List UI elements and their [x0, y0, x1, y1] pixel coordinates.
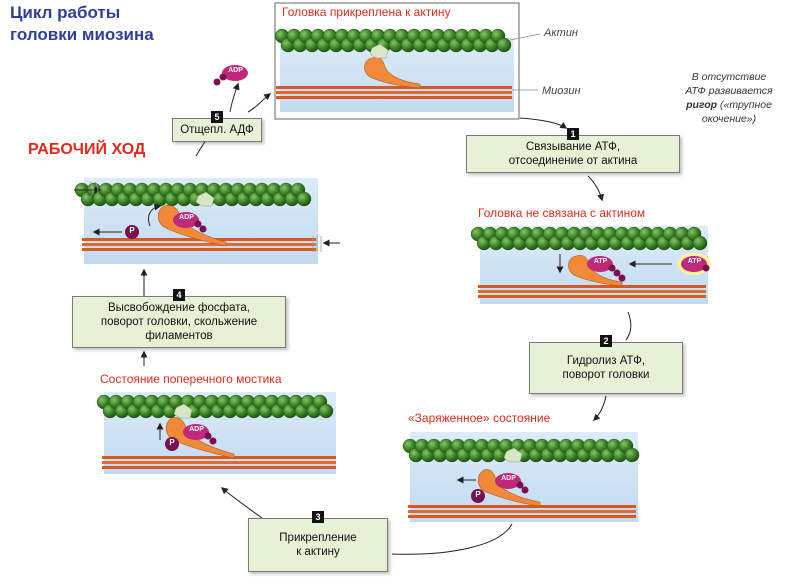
released-adp-label: ADP — [228, 67, 243, 74]
attached-binding-site — [369, 43, 389, 59]
detached-state-label: Головка не связана с актином — [478, 206, 646, 220]
step-3-line-2: к актину — [296, 546, 340, 558]
title-line-1: Цикл работы — [10, 3, 121, 22]
cocked-myosin-head — [477, 469, 541, 507]
crossbridge-state-label: Состояние поперечного мостика — [100, 372, 282, 386]
step-3-number: 3 — [312, 511, 324, 523]
cocked-phosphate-label: P — [475, 490, 481, 499]
attached-myosin-head — [364, 56, 421, 89]
cocked-adp-label: ADP — [501, 475, 516, 482]
actin-pointer-line — [509, 33, 541, 41]
actin-bead — [692, 235, 708, 251]
step-4-line-2: поворот головки, скольжение — [100, 316, 258, 328]
step-1-line-2: отсоединение от актина — [508, 155, 638, 167]
power-actin-filament — [74, 182, 312, 207]
rigor-note: В отсутствие АТФ развивается ригор («тру… — [676, 70, 782, 126]
rigor-term: ригор — [686, 99, 718, 111]
rigor-note-line-4: окочение») — [701, 113, 757, 125]
step-1-box: 1 Связывание АТФ, отсоединение от актина — [466, 128, 680, 173]
step-2-line-1: Гидролиз АТФ, — [566, 355, 646, 367]
atp-on-head — [587, 256, 626, 282]
bound-atp-label: ATP — [593, 258, 608, 265]
attached-myosin-filament — [276, 86, 512, 99]
cocked-adp-p — [471, 473, 529, 503]
crossbridge-myosin-head — [165, 417, 235, 459]
cycle-arrow-step2-to-cocked — [593, 395, 607, 421]
power-binding-site — [195, 191, 215, 207]
cocked-binding-site — [503, 447, 523, 463]
power-myosin-filament — [82, 238, 316, 251]
step-2-box: 2 Гидролиз АТФ, поворот головки — [529, 335, 683, 394]
diagram-title: Цикл работы головки миозина — [10, 2, 154, 46]
crossbridge-binding-site — [173, 403, 193, 419]
attached-state-label: Головка прикреплена к актину — [282, 5, 451, 19]
step-4-number: 4 — [173, 289, 185, 301]
step-5-number: 5 — [211, 111, 223, 123]
cocked-state-label: «Заряженное» состояние — [408, 411, 551, 425]
cycle-arrow-to-step1 — [519, 117, 568, 129]
attached-actin-filament — [274, 28, 512, 53]
detached-myosin-filament — [478, 285, 706, 298]
cocked-myosin-filament — [408, 505, 636, 518]
detached-myosin-head — [568, 254, 623, 287]
actin-slide-motion-lines — [89, 181, 99, 199]
step-3-line-1: Прикрепление — [279, 532, 357, 544]
adp-release-arrow — [229, 82, 240, 113]
released-phosphate-label: P — [129, 226, 135, 235]
step-1-number: 1 — [567, 128, 579, 140]
rigor-note-prefix: АТФ развивается — [685, 85, 773, 97]
crossbridge-adp-label: ADP — [189, 426, 204, 433]
free-atp-label: ATP — [687, 258, 702, 265]
rigor-note-line-2: АТФ развивается — [676, 84, 782, 98]
released-adp — [213, 65, 248, 86]
rigor-note-line-1: В отсутствие — [691, 71, 767, 83]
power-stroke-label: РАБОЧИЙ ХОД — [28, 141, 146, 158]
cycle-arrow-step1-to-detached — [587, 175, 605, 202]
crossbridge-myosin-filament — [102, 456, 336, 469]
power-adp-label: ADP — [179, 214, 194, 221]
step-2-number: 2 — [600, 335, 612, 347]
step-5-box: 5 Отщепл. АДФ — [172, 111, 262, 142]
released-phosphate — [125, 225, 139, 239]
step-2-line-2: поворот головки — [562, 369, 650, 381]
cycle-arrow-step3-to-crossbridge — [220, 487, 263, 519]
free-atp-molecule — [677, 253, 711, 275]
step-3-box: 3 Прикрепление к актину — [248, 511, 388, 572]
cycle-arrow-to-step3 — [391, 523, 513, 555]
step-4-line-3: филаментов — [145, 330, 213, 342]
step-5-line-1: Отщепл. АДФ — [180, 124, 254, 136]
actin-bead — [496, 37, 512, 53]
myosin-label: Миозин — [542, 85, 581, 97]
myosin-slide-motion-lines — [312, 236, 322, 252]
step-4-line-1: Высвобождение фосфата, — [107, 302, 250, 314]
rigor-note-line-3: ригор («трупное — [676, 98, 782, 112]
step-1-line-1: Связывание АТФ, — [525, 141, 621, 153]
crossbridge-actin-filament — [96, 394, 334, 419]
detached-actin-filament — [470, 226, 708, 251]
rigor-note-paren: («трупное — [719, 99, 772, 111]
power-adp — [173, 212, 207, 233]
cycle-arrow-step5-to-attached — [247, 93, 272, 113]
actin-bead — [318, 403, 334, 419]
cycle-arrow-to-step2 — [625, 311, 632, 341]
power-rotation-arrow — [147, 203, 162, 227]
actin-label: Актин — [544, 27, 578, 39]
cocked-actin-filament — [402, 438, 640, 463]
title-line-2: головки миозина — [10, 25, 154, 44]
step-4-box: 4 Высвобождение фосфата, поворот головки… — [72, 289, 286, 348]
actin-bead — [624, 447, 640, 463]
actin-bead — [296, 191, 312, 207]
crossbridge-phosphate-label: P — [169, 438, 175, 447]
crossbridge-adp-p — [165, 424, 217, 451]
